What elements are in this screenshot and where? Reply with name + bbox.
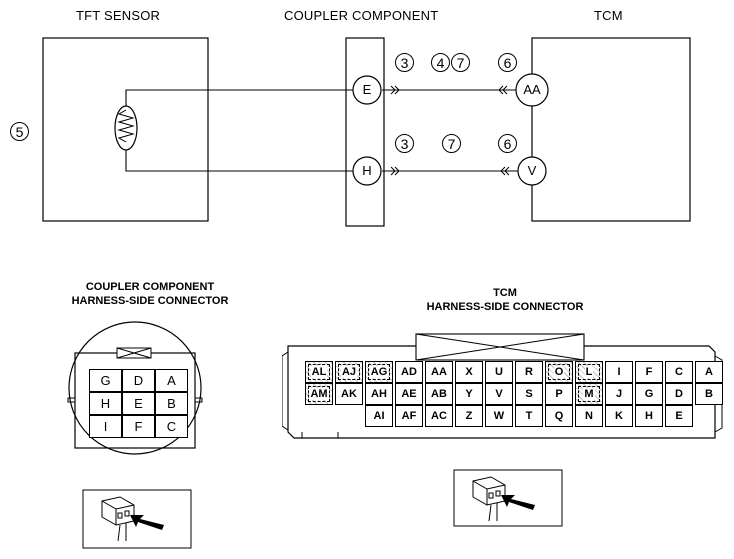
tcm-pin-p: P	[545, 383, 573, 405]
callout-7-bottom: 7	[442, 134, 461, 153]
tcm-pin-h: H	[635, 405, 663, 427]
coupler-box	[345, 37, 385, 227]
coupler-pin-a: A	[155, 369, 188, 392]
coupler-pin-c: C	[155, 415, 188, 438]
terminal-h-label: H	[362, 163, 372, 178]
tcm-pin-ai: AI	[365, 405, 393, 427]
connector-mark-bottom-right	[500, 166, 510, 176]
callout-3-bottom: 3	[395, 134, 414, 153]
coupler-connector-outline	[67, 321, 203, 455]
probe-icon-tcm	[453, 469, 563, 527]
tcm-pin-a: A	[695, 361, 723, 383]
coupler-harness-title-line2: HARNESS-SIDE CONNECTOR	[71, 295, 229, 307]
tcm-pin-g: G	[635, 383, 663, 405]
connector-mark-bottom-left	[390, 166, 400, 176]
coupler-pin-b: B	[155, 392, 188, 415]
coupler-pin-f: F	[122, 415, 155, 438]
tcm-pin-ab: AB	[425, 383, 453, 405]
callout-7-top: 7	[451, 53, 470, 72]
terminal-e-label: E	[362, 82, 372, 97]
tft-sensor-box	[42, 37, 209, 222]
coupler-harness-title-line1: COUPLER COMPONENT	[85, 281, 215, 293]
callout-6-bottom: 6	[498, 134, 517, 153]
tcm-box	[531, 37, 691, 222]
tcm-pin-ae: AE	[395, 383, 423, 405]
coupler-pin-g: G	[89, 369, 122, 392]
terminal-aa	[515, 73, 549, 107]
tcm-pin-am: AM	[305, 383, 333, 405]
sensor-wire-bottom	[125, 150, 353, 172]
tcm-pin-j: J	[605, 383, 633, 405]
terminal-aa-label: AA	[523, 82, 541, 97]
tcm-pin-u: U	[485, 361, 513, 383]
thermistor-zigzag	[117, 109, 135, 143]
terminal-v	[517, 156, 547, 186]
coupler-pin-e: E	[122, 392, 155, 415]
tcm-pin-o: O	[545, 361, 573, 383]
tcm-pin-ag: AG	[365, 361, 393, 383]
tcm-harness-title-line2: HARNESS-SIDE CONNECTOR	[426, 301, 584, 313]
coupler-pin-i: I	[89, 415, 122, 438]
tcm-pin-d: D	[665, 383, 693, 405]
terminal-e	[352, 75, 382, 105]
tcm-pin-i: I	[605, 361, 633, 383]
tcm-pin-x: X	[455, 361, 483, 383]
tcm-pin-al: AL	[305, 361, 333, 383]
tcm-pin-b: B	[695, 383, 723, 405]
callout-3-top: 3	[395, 53, 414, 72]
wiring-schematic	[42, 37, 691, 227]
tft-sensor-title: TFT SENSOR	[76, 8, 161, 23]
coupler-component-title: COUPLER COMPONENT	[284, 8, 439, 23]
sensor-wire-top	[125, 89, 353, 107]
tcm-connector-outline	[282, 333, 723, 439]
callout-4-top: 4	[431, 53, 450, 72]
tcm-pin-c: C	[665, 361, 693, 383]
probe-icon-coupler	[82, 489, 192, 549]
tcm-pin-ac: AC	[425, 405, 453, 427]
terminal-h	[352, 156, 382, 186]
tcm-harness-title: TCM HARNESS-SIDE CONNECTOR	[380, 286, 630, 314]
tcm-pin-af: AF	[395, 405, 423, 427]
callout-5: 5	[10, 122, 29, 141]
tcm-pin-v: V	[485, 383, 513, 405]
tcm-pin-ad: AD	[395, 361, 423, 383]
tcm-pin-w: W	[485, 405, 513, 427]
tcm-pin-r: R	[515, 361, 543, 383]
tcm-pin-l: L	[575, 361, 603, 383]
terminal-v-label: V	[527, 163, 537, 178]
tcm-pin-ak: AK	[335, 383, 363, 405]
coupler-pin-d: D	[122, 369, 155, 392]
coupler-pin-h: H	[89, 392, 122, 415]
tcm-pin-n: N	[575, 405, 603, 427]
tcm-title: TCM	[594, 8, 623, 23]
coupler-harness-title: COUPLER COMPONENT HARNESS-SIDE CONNECTOR	[20, 280, 280, 308]
tcm-pin-s: S	[515, 383, 543, 405]
callout-6-top: 6	[498, 53, 517, 72]
connector-mark-top-right	[498, 85, 508, 95]
tcm-pin-y: Y	[455, 383, 483, 405]
tcm-pin-ah: AH	[365, 383, 393, 405]
tcm-pin-q: Q	[545, 405, 573, 427]
tcm-pin-aa: AA	[425, 361, 453, 383]
tcm-pin-f: F	[635, 361, 663, 383]
tcm-pin-z: Z	[455, 405, 483, 427]
tcm-pin-t: T	[515, 405, 543, 427]
tcm-pin-aj: AJ	[335, 361, 363, 383]
tcm-pin-k: K	[605, 405, 633, 427]
connector-mark-top-left	[390, 85, 400, 95]
tcm-pin-m: M	[575, 383, 603, 405]
tcm-pin-e: E	[665, 405, 693, 427]
tcm-harness-title-line1: TCM	[493, 287, 517, 299]
